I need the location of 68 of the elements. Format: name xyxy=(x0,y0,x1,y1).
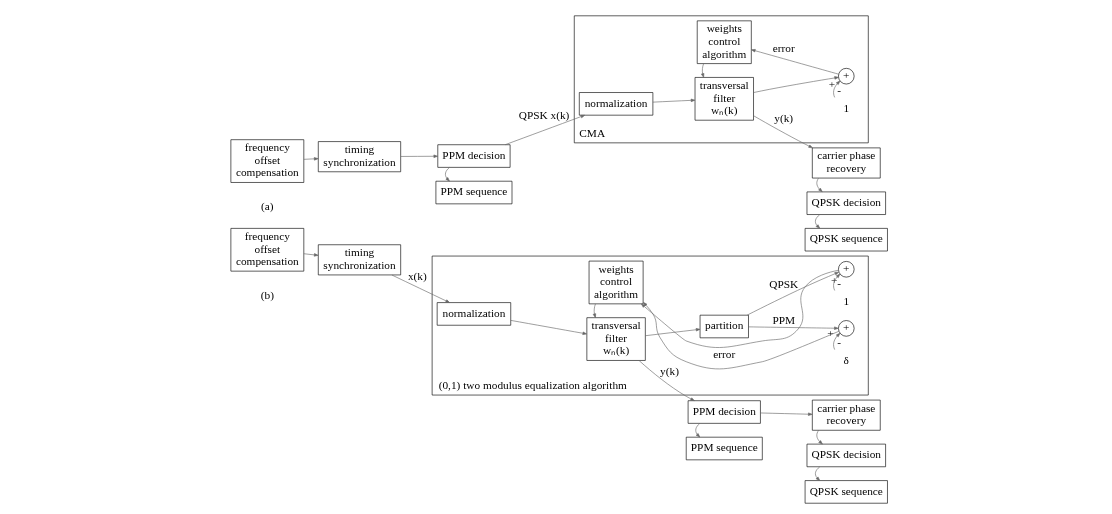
arrow xyxy=(642,302,840,370)
node-box: partition xyxy=(699,314,749,339)
node-box: carrier phase recovery xyxy=(812,147,881,179)
arrow xyxy=(815,466,821,481)
arrow xyxy=(748,326,839,330)
edge-label: y(k) xyxy=(774,111,794,124)
arrow xyxy=(816,177,823,193)
arrow xyxy=(638,360,695,401)
edge-label: x(k) xyxy=(407,270,427,283)
node-box: weights control algorithm xyxy=(696,20,752,64)
node-box: normalization xyxy=(579,92,654,116)
edge-label: error xyxy=(772,41,795,54)
node-box: timing synchronization xyxy=(317,244,401,276)
arrow xyxy=(303,253,319,257)
edge-label: QPSK x(k) xyxy=(518,109,570,122)
arrow xyxy=(504,114,586,146)
node-box: PPM sequence xyxy=(435,180,513,205)
label: (a) xyxy=(261,200,274,213)
node-box: frequency offset compensation xyxy=(230,228,305,272)
node-box: transversal filter wₙ(k) xyxy=(694,77,754,121)
arrow xyxy=(701,63,705,78)
label: - xyxy=(837,336,842,348)
arrow xyxy=(753,76,839,93)
arrow xyxy=(391,274,450,303)
arrow xyxy=(510,320,587,335)
edge-label: QPSK xyxy=(769,277,799,290)
node-box: PPM sequence xyxy=(685,436,763,461)
label: + xyxy=(828,77,836,90)
arrow xyxy=(751,49,839,75)
node-box: transversal filter wₙ(k) xyxy=(586,317,646,361)
arrow xyxy=(445,167,450,182)
arrow xyxy=(400,154,438,158)
node-box: PPM decision xyxy=(687,400,761,424)
node-box: QPSK decision xyxy=(806,191,886,215)
node-box: PPM decision xyxy=(437,144,511,168)
arrow xyxy=(816,430,823,445)
node-box: QPSK decision xyxy=(806,443,886,468)
label: - xyxy=(837,276,842,289)
node-box: QPSK sequence xyxy=(804,480,888,504)
arrow xyxy=(645,328,701,337)
arrow xyxy=(833,332,841,350)
label: + xyxy=(830,273,838,286)
arrow xyxy=(815,214,821,229)
arrow xyxy=(303,157,319,161)
arrow xyxy=(833,273,841,291)
node-box: QPSK sequence xyxy=(804,228,888,252)
arrow xyxy=(641,269,839,348)
edge-label: PPM xyxy=(772,314,796,327)
arrow xyxy=(833,80,841,98)
edge-label: error xyxy=(713,348,736,361)
node-text: δ xyxy=(843,353,849,366)
arrow xyxy=(746,271,840,316)
arrow xyxy=(652,98,696,103)
arrow xyxy=(753,115,813,149)
arrow xyxy=(760,412,813,416)
label: - xyxy=(837,83,842,96)
arrow xyxy=(695,423,701,438)
label: (b) xyxy=(260,289,274,302)
node-text: 1 xyxy=(843,294,850,307)
label: + xyxy=(827,327,834,340)
node-box: normalization xyxy=(436,302,512,326)
node-box: weights control algorithm xyxy=(588,260,644,305)
node-box: carrier phase recovery xyxy=(812,399,881,431)
node-text: 1 xyxy=(843,101,850,114)
node-box: timing synchronization xyxy=(317,141,401,173)
node-box: frequency offset compensation xyxy=(230,139,305,183)
arrow xyxy=(592,303,597,318)
edge-label: y(k) xyxy=(660,364,679,377)
